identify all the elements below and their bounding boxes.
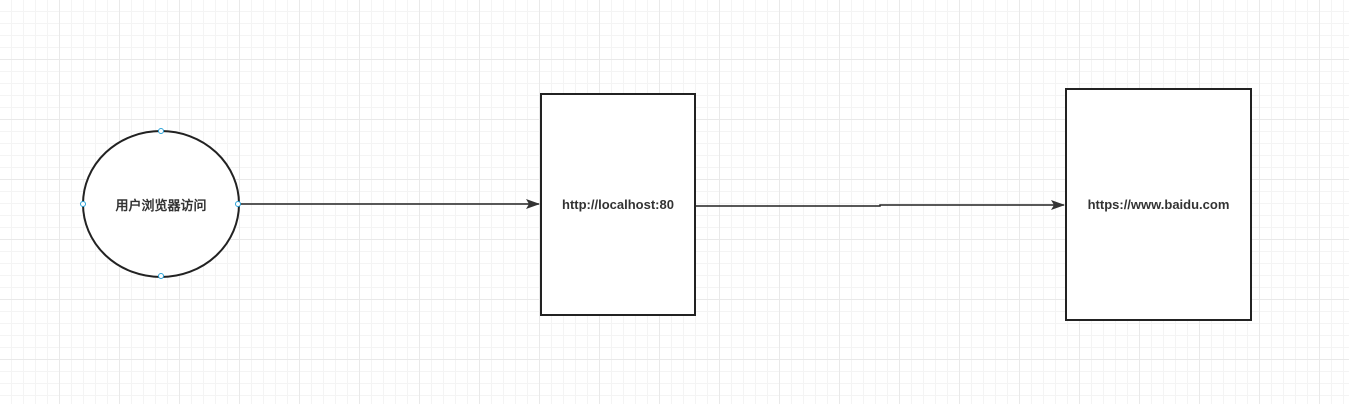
node-user-browser[interactable] [82,130,240,278]
connection-handle-top[interactable] [158,128,164,134]
connection-handle-right[interactable] [235,201,241,207]
connection-handle-left[interactable] [80,201,86,207]
node-localhost[interactable] [540,93,696,316]
connection-handle-bottom[interactable] [158,273,164,279]
node-baidu[interactable] [1065,88,1252,321]
edge-localhost-to-baidu[interactable] [695,200,1065,210]
